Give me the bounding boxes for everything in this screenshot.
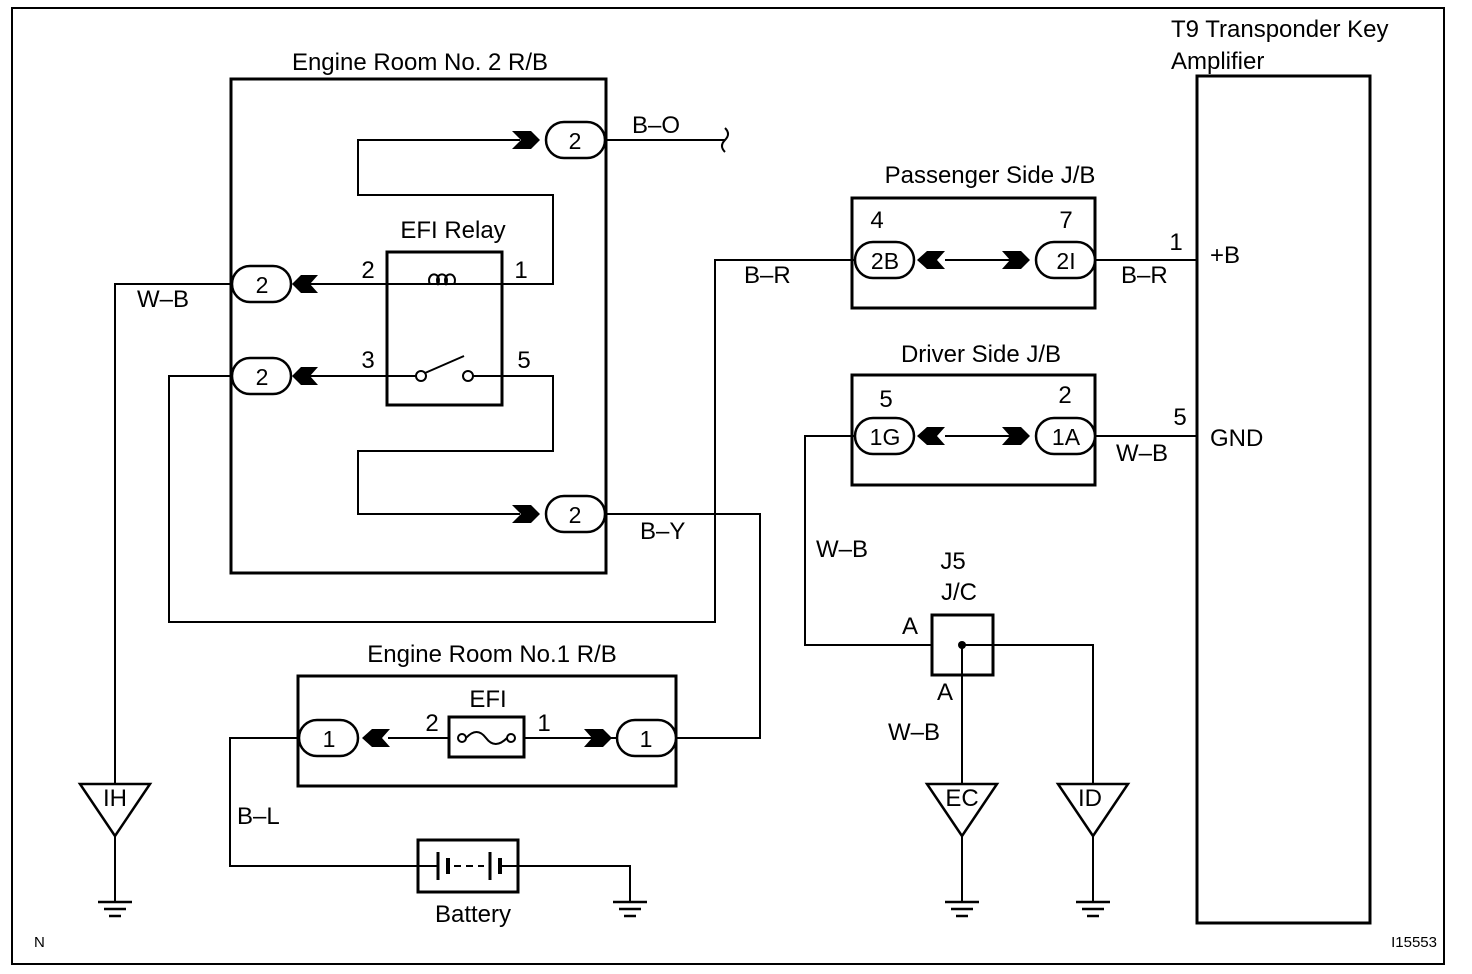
outer-frame [11, 7, 1445, 965]
transponder-key-amplifier-box [1195, 74, 1372, 925]
efi-fuse-title: EFI [469, 686, 506, 713]
pin-number: 2 [361, 257, 374, 284]
pin-number: 5 [879, 386, 892, 413]
connector-er2-top [544, 120, 607, 160]
connector-passenger-2i [1034, 240, 1097, 280]
relay-coil-icon [428, 273, 456, 286]
amplifier-title-line2: Amplifier [1171, 48, 1264, 75]
terminal-plus-b: +B [1210, 242, 1240, 269]
arrow-left-icon [292, 367, 318, 385]
connector-label: 2 [569, 128, 582, 154]
passenger-side-jb-title: Passenger Side J/B [885, 162, 1096, 189]
connector-label: 1 [323, 726, 336, 752]
connector-label: 2I [1056, 248, 1075, 274]
wire-color-label: B–Y [640, 518, 685, 545]
ground-point-ec: EC [924, 782, 1000, 918]
wire-color-label: W–B [1116, 440, 1168, 467]
ground-label: ID [1078, 785, 1102, 812]
connector-label: 1G [870, 424, 901, 450]
ground-point-ih: IH [77, 782, 153, 918]
engine-room-no1-rb-box [296, 674, 678, 788]
pin-number: 1 [514, 257, 527, 284]
j5-label: J5 [940, 548, 965, 575]
engine-room-no2-rb-box [229, 77, 608, 575]
battery-title: Battery [435, 901, 511, 928]
wire-color-label: W–B [888, 719, 940, 746]
connector-label: 2 [569, 502, 582, 528]
ground-symbol-battery [611, 900, 649, 918]
arrow-left-icon [917, 251, 945, 269]
pin-number: 7 [1059, 207, 1072, 234]
engine-room-no1-title: Engine Room No.1 R/B [367, 641, 616, 668]
arrow-left-icon [362, 729, 390, 747]
jc-label: J/C [941, 579, 977, 606]
arrow-left-icon [917, 427, 945, 445]
arrow-right-icon [584, 729, 612, 747]
efi-relay-title: EFI Relay [400, 217, 505, 244]
efi-fuse-icon [447, 715, 526, 759]
engine-room-no2-title: Engine Room No. 2 R/B [292, 49, 548, 76]
terminal-gnd: GND [1210, 425, 1263, 452]
ground-label: IH [103, 785, 127, 812]
connector-er1-right [615, 718, 678, 758]
connector-driver-1g [853, 416, 916, 456]
pin-number: 2 [1058, 382, 1071, 409]
junction-node [958, 641, 966, 649]
corner-mark-left: N [34, 934, 45, 951]
pin-number: 1 [1169, 229, 1182, 256]
driver-side-jb-title: Driver Side J/B [901, 341, 1061, 368]
pin-number: 5 [517, 347, 530, 374]
connector-er2-bottom [544, 494, 607, 534]
wire-color-label: B–R [1121, 262, 1168, 289]
wire-color-label: B–L [237, 803, 280, 830]
battery-icon [416, 838, 520, 894]
connector-er1-left [297, 718, 360, 758]
ground-label: EC [945, 785, 978, 812]
ground-point-id: ID [1055, 782, 1131, 918]
efi-relay-box [385, 250, 504, 407]
pin-letter: A [902, 613, 918, 640]
pin-number: 5 [1173, 404, 1186, 431]
wire-color-label: B–O [632, 112, 680, 139]
pin-letter: A [937, 679, 953, 706]
connector-label: 2B [871, 248, 899, 274]
connector-passenger-2b [853, 240, 916, 280]
relay-switch-icon [415, 355, 474, 382]
junction-connector-j5-box [930, 613, 995, 677]
wire-color-label: B–R [744, 262, 791, 289]
figure-code: I15553 [1391, 934, 1437, 951]
arrow-right-icon [1002, 427, 1030, 445]
passenger-side-jb-box [850, 196, 1097, 310]
pin-number: 3 [361, 347, 374, 374]
amplifier-title-line1: T9 Transponder Key [1171, 16, 1388, 43]
wire-color-label: W–B [137, 286, 189, 313]
pin-number: 2 [425, 710, 438, 737]
connector-er2-left-1 [230, 264, 293, 304]
arrow-right-icon [512, 131, 540, 149]
connector-label: 1A [1052, 424, 1081, 450]
pin-number: 4 [870, 207, 883, 234]
arrow-left-icon [292, 275, 318, 293]
connector-driver-1a [1034, 416, 1097, 456]
connector-label: 1 [640, 726, 653, 752]
connector-label: 2 [256, 272, 269, 298]
wire-color-label: W–B [816, 536, 868, 563]
arrow-right-icon [1002, 251, 1030, 269]
connector-er2-left-2 [230, 356, 293, 396]
arrow-right-icon [512, 505, 540, 523]
wires [114, 127, 1197, 902]
pin-number: 1 [537, 710, 550, 737]
connector-label: 2 [256, 364, 269, 390]
